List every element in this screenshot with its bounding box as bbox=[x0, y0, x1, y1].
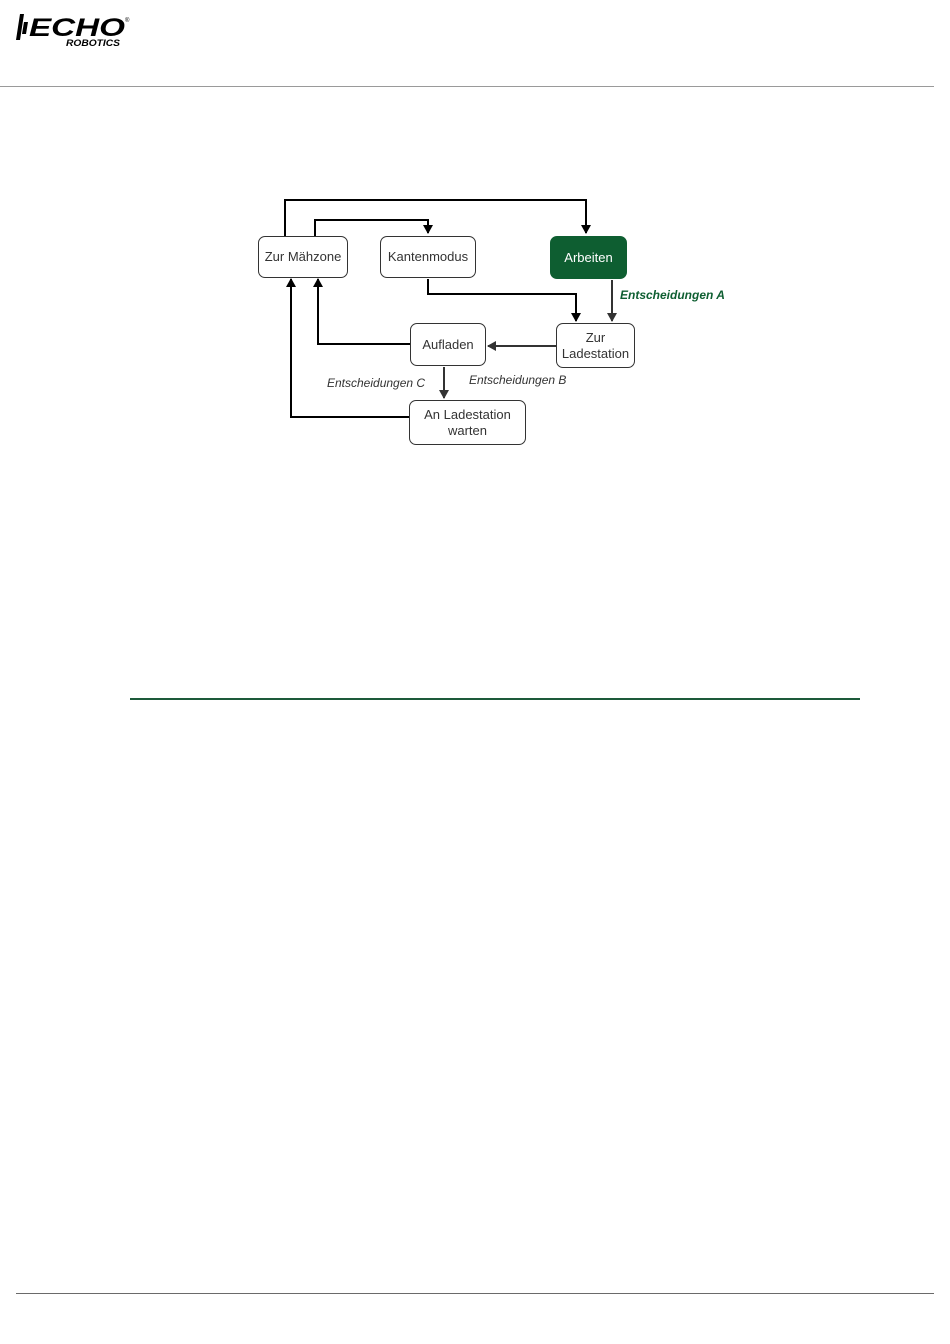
state-diagram: Zur Mähzone Kantenmodus Arbeiten Zur Lad… bbox=[0, 0, 950, 460]
edge-charging-to-mowzone bbox=[318, 279, 410, 344]
node-zur-maehzone: Zur Mähzone bbox=[258, 236, 348, 278]
node-label: Arbeiten bbox=[564, 250, 612, 266]
label-entscheidungen-b: Entscheidungen B bbox=[469, 373, 566, 387]
diagram-connectors bbox=[0, 0, 950, 460]
node-label: An Ladestation warten bbox=[424, 407, 511, 439]
node-label: Zur Ladestation bbox=[562, 330, 629, 362]
edge-edgemode-to-station bbox=[428, 279, 576, 321]
section-divider bbox=[130, 698, 860, 700]
node-an-ladestation-warten: An Ladestation warten bbox=[409, 400, 526, 445]
node-zur-ladestation: Zur Ladestation bbox=[556, 323, 635, 368]
node-label: Aufladen bbox=[422, 337, 473, 353]
node-arbeiten: Arbeiten bbox=[550, 236, 627, 279]
node-aufladen: Aufladen bbox=[410, 323, 486, 366]
edge-mowzone-to-working bbox=[285, 200, 586, 237]
edge-wait-to-mowzone bbox=[291, 279, 410, 417]
label-entscheidungen-c: Entscheidungen C bbox=[327, 376, 425, 390]
edge-mowzone-to-edgemode bbox=[315, 220, 428, 237]
node-label: Kantenmodus bbox=[388, 249, 468, 265]
node-label: Zur Mähzone bbox=[265, 249, 342, 265]
footer-divider bbox=[16, 1293, 934, 1294]
node-kantenmodus: Kantenmodus bbox=[380, 236, 476, 278]
label-entscheidungen-a: Entscheidungen A bbox=[620, 288, 725, 302]
